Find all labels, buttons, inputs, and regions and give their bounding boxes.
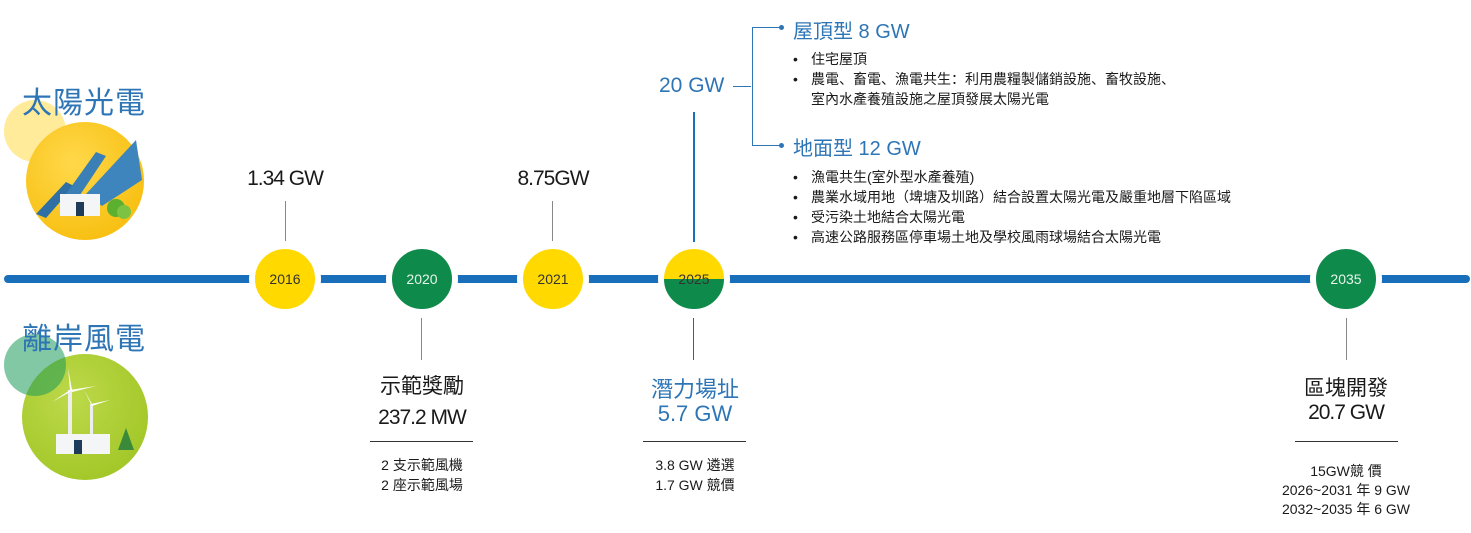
divider [643, 441, 746, 442]
list-item: 住宅屋頂 [793, 49, 1175, 69]
detail-line: 2 支示範風機 [381, 457, 463, 473]
solar-panel-illustration-icon [26, 122, 144, 240]
detail-line: 3.8 GW 遴選 [655, 457, 735, 473]
milestone-2035: 2035 [1310, 243, 1382, 315]
year-label: 2021 [537, 271, 569, 287]
wind-2035-details: 15GW競 價 2026~2031 年 9 GW 2032~2035 年 6 G… [1256, 462, 1436, 519]
milestone-2021: 2021 [517, 243, 589, 315]
connector-line [1346, 318, 1347, 360]
solar-2025-value: 20 GW [659, 74, 725, 97]
detail-line: 15GW競 價 [1310, 463, 1382, 479]
bracket [752, 27, 780, 146]
solar-2021-value: 8.75GW [517, 167, 589, 190]
connector-line [285, 201, 286, 241]
milestone-2016: 2016 [249, 243, 321, 315]
year-label: 2025 [678, 271, 710, 287]
detail-line: 2026~2031 年 9 GW [1281, 482, 1411, 498]
wind-category-title: 離岸風電 [22, 323, 146, 356]
list-item: 漁電共生(室外型水產養殖) [793, 167, 1231, 187]
wind-2020-details: 2 支示範風機 2 座示範風場 [360, 455, 484, 495]
year-label: 2020 [406, 271, 438, 287]
rooftop-list: 住宅屋頂 農電、畜電、漁電共生：利用農糧製儲銷設施、畜牧設施、 室內水產養殖設施… [793, 49, 1175, 109]
detail-line: 2 座示範風場 [381, 477, 463, 493]
list-item: 農電、畜電、漁電共生：利用農糧製儲銷設施、畜牧設施、 [793, 69, 1175, 89]
rooftop-title: 屋頂型 8 GW [793, 21, 910, 43]
wind-2020-title: 示範獎勵 [380, 375, 464, 398]
connector-line [421, 318, 422, 360]
timeline-track [4, 275, 1470, 283]
list-item-continuation: 室內水產養殖設施之屋頂發展太陽光電 [811, 91, 1049, 107]
solar-category-title: 太陽光電 [22, 87, 146, 120]
milestone-2025: 2025 [658, 243, 730, 315]
detail-line: 2032~2035 年 6 GW [1281, 501, 1411, 517]
list-item: 高速公路服務區停車場土地及學校風雨球場結合太陽光電 [793, 227, 1231, 247]
detail-line: 1.7 GW 競價 [655, 477, 735, 493]
divider [1295, 441, 1398, 442]
bracket-line [733, 86, 751, 87]
connector-line [693, 318, 694, 360]
connector-line [552, 201, 553, 241]
wind-2025-title: 潛力場址 [650, 377, 739, 402]
ground-title: 地面型 12 GW [793, 138, 921, 160]
bullet-dot [779, 25, 784, 30]
wind-2035-title: 區塊開發 [1304, 377, 1388, 400]
divider [370, 441, 473, 442]
wind-2025-details: 3.8 GW 遴選 1.7 GW 競價 [633, 455, 757, 495]
connector-line [693, 112, 695, 242]
wind-2035-value: 20.7 GW [1308, 401, 1385, 424]
wind-2025-value: 5.7 GW [657, 401, 733, 426]
bullet-dot [779, 143, 784, 148]
list-item: 受污染土地結合太陽光電 [793, 207, 1231, 227]
milestone-2020: 2020 [386, 243, 458, 315]
list-item: 農業水域用地（埤塘及圳路）結合設置太陽光電及嚴重地層下陷區域 [793, 187, 1231, 207]
ground-list: 漁電共生(室外型水產養殖) 農業水域用地（埤塘及圳路）結合設置太陽光電及嚴重地層… [793, 167, 1231, 247]
wind-decor-circle [4, 334, 66, 396]
wind-2020-value: 237.2 MW [378, 406, 467, 429]
solar-2016-value: 1.34 GW [247, 167, 324, 190]
year-label: 2035 [1330, 271, 1362, 287]
year-label: 2016 [269, 271, 301, 287]
